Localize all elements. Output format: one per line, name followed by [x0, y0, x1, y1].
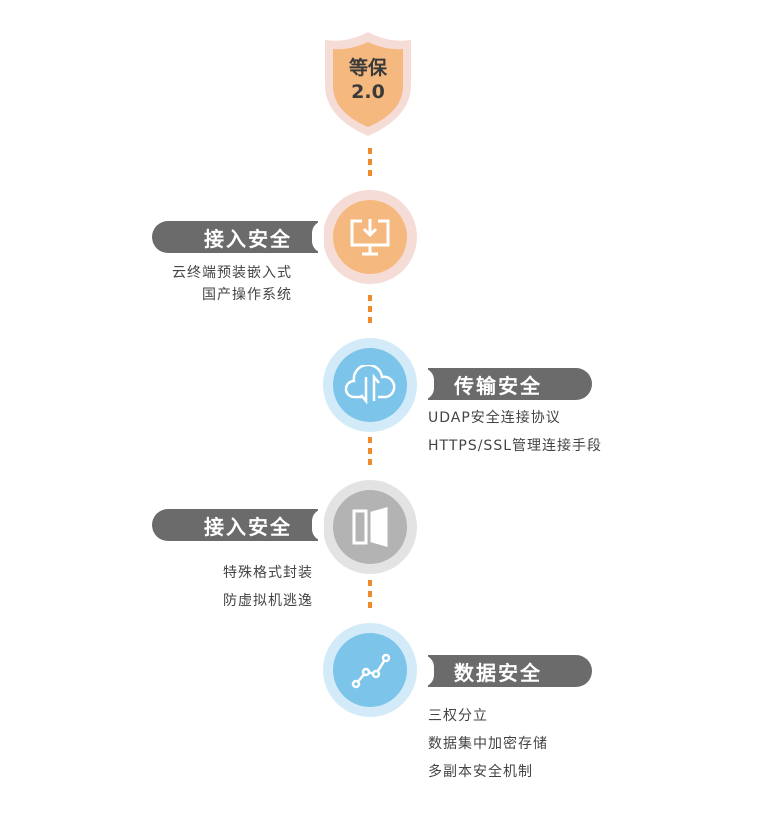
- desc-line: 防虚拟机逃逸: [223, 593, 313, 609]
- step-1-title: 接入安全: [152, 221, 324, 253]
- step-4-node: [323, 623, 417, 717]
- step-4-desc: 三权分立 数据集中加密存储 多副本安全机制: [428, 702, 548, 786]
- desc-line: 多副本安全机制: [428, 764, 533, 780]
- step-2-node: [323, 338, 417, 432]
- shield-badge: 等保 2.0: [323, 30, 413, 138]
- step-2-desc: UDAP安全连接协议 HTTPS/SSL管理连接手段: [428, 404, 602, 460]
- connector: [368, 295, 372, 327]
- monitor-download-icon: [350, 219, 390, 256]
- desc-line: UDAP安全连接协议: [428, 410, 561, 426]
- step-2-title: 传输安全: [422, 368, 592, 400]
- step-3-desc: 特殊格式封装 防虚拟机逃逸: [223, 559, 313, 615]
- step-3-node: [323, 480, 417, 574]
- connector: [368, 437, 372, 469]
- step-1-node: [323, 190, 417, 284]
- desc-line: 国产操作系统: [202, 287, 292, 303]
- desc-line: HTTPS/SSL管理连接手段: [428, 438, 603, 454]
- connector: [368, 148, 372, 180]
- badge-line2: 2.0: [351, 81, 385, 103]
- step-1-desc: 云终端预装嵌入式 国产操作系统: [140, 262, 292, 306]
- desc-line: 三权分立: [428, 708, 488, 724]
- cloud-transfer-icon: [344, 365, 396, 405]
- door-icon: [352, 507, 388, 547]
- badge-line1: 等保: [348, 57, 387, 79]
- shield-icon: [325, 32, 411, 136]
- step-3-title: 接入安全: [152, 509, 324, 541]
- desc-line: 云终端预装嵌入式: [172, 265, 292, 281]
- desc-line: 特殊格式封装: [223, 565, 313, 581]
- desc-line: 数据集中加密存储: [428, 736, 548, 752]
- connector: [368, 580, 372, 612]
- step-4-title: 数据安全: [422, 655, 592, 687]
- chart-line-icon: [351, 653, 391, 689]
